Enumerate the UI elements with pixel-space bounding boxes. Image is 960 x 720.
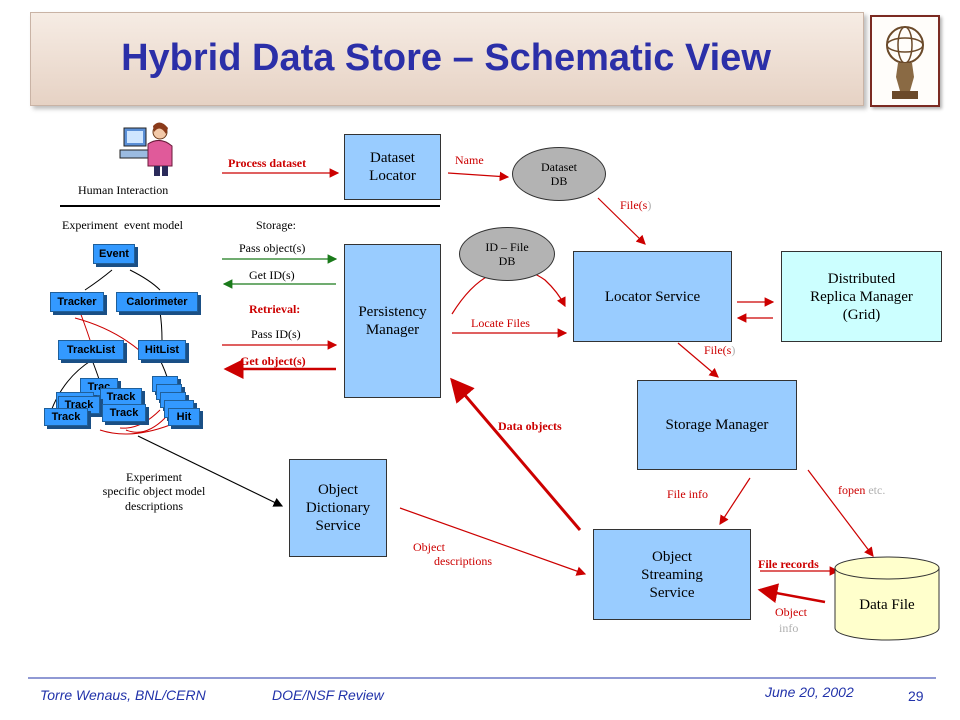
experiment-event-model-label: Experiment event model xyxy=(62,218,183,232)
id-file-db-ellipse: ID – File DB xyxy=(459,227,555,281)
tracklist-node: TrackList xyxy=(58,340,124,360)
retrieval-label: Retrieval: xyxy=(249,302,301,316)
process-dataset-label: Process dataset xyxy=(228,156,307,170)
locate-files-label: Locate Files xyxy=(471,316,530,330)
replica-manager-box: Distributed Replica Manager (Grid) xyxy=(781,251,942,342)
files-label-1: File(s) xyxy=(620,198,652,212)
pass-ids-label: Pass ID(s) xyxy=(251,327,301,341)
computer-user-icon xyxy=(119,122,173,176)
object-streaming-box: Object Streaming Service xyxy=(593,529,751,620)
track-node: Track xyxy=(44,408,88,426)
atlas-figure-icon xyxy=(886,26,924,99)
object-model-descriptions-label: Experiment specific object model descrip… xyxy=(102,470,206,513)
storage-label: Storage: xyxy=(256,218,296,232)
footer-date: June 20, 2002 xyxy=(765,684,854,700)
hitlist-node: HitList xyxy=(138,340,186,360)
locator-service-box: Locator Service xyxy=(573,251,732,342)
name-label: Name xyxy=(455,153,484,167)
get-ids-label: Get ID(s) xyxy=(249,268,295,282)
object-info-label-1: Object xyxy=(775,605,807,619)
event-node: Event xyxy=(93,244,135,264)
footer-venue: DOE/NSF Review xyxy=(272,687,384,703)
files-label-2: File(s) xyxy=(704,343,736,357)
calorimeter-node: Calorimeter xyxy=(116,292,198,312)
dataset-db-ellipse: Dataset DB xyxy=(512,147,606,201)
page-number: 29 xyxy=(908,688,924,704)
page-title: Hybrid Data Store – Schematic View xyxy=(121,36,771,79)
dataset-locator-box: Dataset Locator xyxy=(344,134,441,200)
file-info-label: File info xyxy=(667,487,708,501)
atlas-logo xyxy=(870,15,940,107)
fopen-label: fopen etc. xyxy=(838,483,886,497)
persistency-manager-box: Persistency Manager xyxy=(344,244,441,398)
object-dictionary-box: Object Dictionary Service xyxy=(289,459,387,557)
title-banner xyxy=(30,12,864,106)
pass-objects-label: Pass object(s) xyxy=(239,241,306,255)
hit-node: Hit xyxy=(168,408,200,426)
file-records-label: File records xyxy=(758,557,819,571)
tracker-node: Tracker xyxy=(50,292,104,312)
track-node: Track xyxy=(102,404,146,422)
get-objects-label: Get object(s) xyxy=(240,354,306,368)
storage-manager-box: Storage Manager xyxy=(637,380,797,470)
object-descriptions-label: Object descriptions xyxy=(413,540,492,569)
data-objects-label: Data objects xyxy=(498,419,562,433)
human-interaction-label: Human Interaction xyxy=(78,183,169,197)
data-file-cylinder xyxy=(834,556,940,641)
data-file-label: Data File xyxy=(859,597,915,613)
footer-author: Torre Wenaus, BNL/CERN xyxy=(40,687,206,703)
object-info-label-2: info xyxy=(779,621,799,635)
